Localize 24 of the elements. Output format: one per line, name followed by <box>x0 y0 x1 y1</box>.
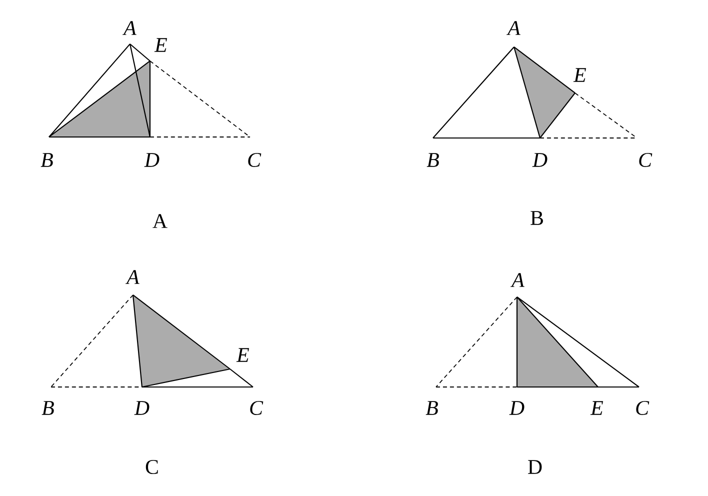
point-label: B <box>42 401 54 415</box>
figure-caption: D <box>528 460 542 474</box>
point-label: D <box>134 401 150 415</box>
point-label: C <box>250 400 264 416</box>
point-label: B <box>40 153 53 167</box>
figure-caption: B <box>530 211 543 225</box>
point-label: A <box>510 273 524 287</box>
point-label: E <box>236 348 250 362</box>
point-label: D <box>532 153 548 167</box>
point-label: B <box>426 153 439 167</box>
point-label: A <box>506 21 520 35</box>
point-label: D <box>144 153 160 167</box>
point-label: B <box>426 401 438 415</box>
point-label: D <box>509 401 524 415</box>
point-label: E <box>590 401 604 415</box>
figure-caption: A <box>152 214 168 228</box>
figure-caption: C <box>146 460 158 474</box>
point-label: E <box>573 68 586 82</box>
point-label: A <box>125 270 140 284</box>
point-label: C <box>636 400 650 416</box>
point-label: C <box>248 152 262 167</box>
point-label: C <box>639 152 652 167</box>
point-label: A <box>122 21 136 35</box>
point-label: E <box>154 38 168 52</box>
